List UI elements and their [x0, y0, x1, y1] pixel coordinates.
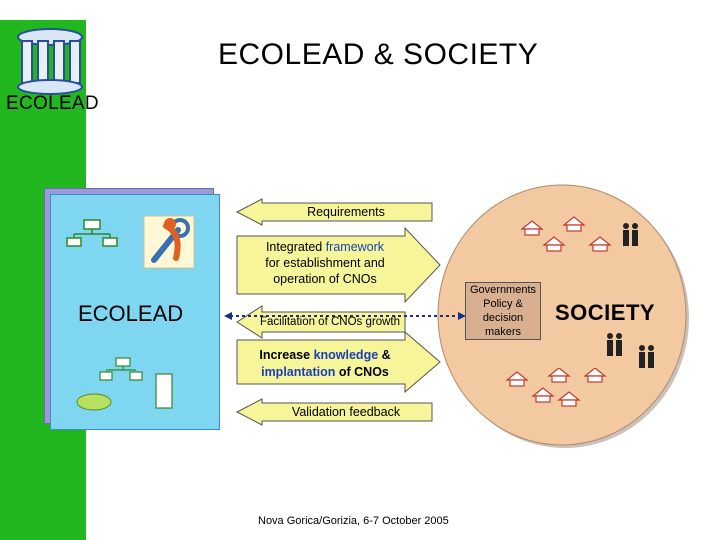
society-label: SOCIETY	[555, 300, 656, 325]
governments-line: Governments	[469, 284, 537, 296]
governments-line: makers	[484, 326, 522, 338]
page-title: ECOLEAD & SOCIETY	[218, 38, 539, 71]
increase-line1-c: &	[378, 348, 391, 362]
increase-knowledge-arrow	[236, 330, 441, 394]
increase-line2-a: implantation	[261, 365, 336, 379]
logo-text: ECOLEAD	[6, 93, 99, 114]
increase-knowledge-text: Increase knowledge & implantation of CNO…	[240, 347, 410, 381]
dashed-connector-arrowhead-icon	[458, 312, 466, 320]
governments-box: Governments Policy & decision makers	[465, 282, 541, 340]
validation-feedback-text: Validation feedback	[291, 405, 401, 419]
tools-icon	[143, 215, 195, 269]
requirements-text: Requirements	[307, 205, 385, 219]
governments-line: decision	[482, 312, 524, 324]
ecolead-label: ECOLEAD	[78, 301, 184, 326]
integrated-line1-a: Integrated	[265, 240, 326, 254]
facilitation-arrow	[236, 305, 406, 339]
society-circle	[437, 184, 689, 448]
org-chart-icon	[66, 219, 118, 247]
validation-feedback-arrow	[235, 398, 433, 426]
integrated-framework-arrow	[236, 226, 441, 304]
governments-line: Policy &	[483, 298, 523, 310]
network-documents-icon	[76, 357, 173, 411]
houses-icon	[505, 368, 607, 407]
integrated-line2: for establishment and	[265, 256, 385, 270]
houses-icon	[520, 216, 612, 252]
people-icon	[607, 333, 622, 356]
dashed-connector-arrowhead-icon	[224, 312, 232, 320]
integrated-line3: operation of CNOs	[273, 272, 377, 286]
people-icon	[639, 345, 654, 368]
footer-text: Nova Gorica/Gorizia, 6-7 October 2005	[258, 515, 449, 527]
facilitation-text: Facilitation of CNOs growth	[260, 316, 400, 328]
increase-line1-a: Increase	[259, 348, 314, 362]
increase-line1-b: knowledge	[313, 348, 379, 362]
requirements-arrow	[235, 198, 433, 226]
integrated-line1-b: framework	[325, 240, 385, 254]
people-icon	[623, 223, 638, 246]
integrated-framework-text: Integrated framework for establishment a…	[240, 239, 410, 287]
increase-line2-b: of CNOs	[335, 365, 389, 379]
ecolead-temple-logo-icon	[17, 28, 83, 95]
